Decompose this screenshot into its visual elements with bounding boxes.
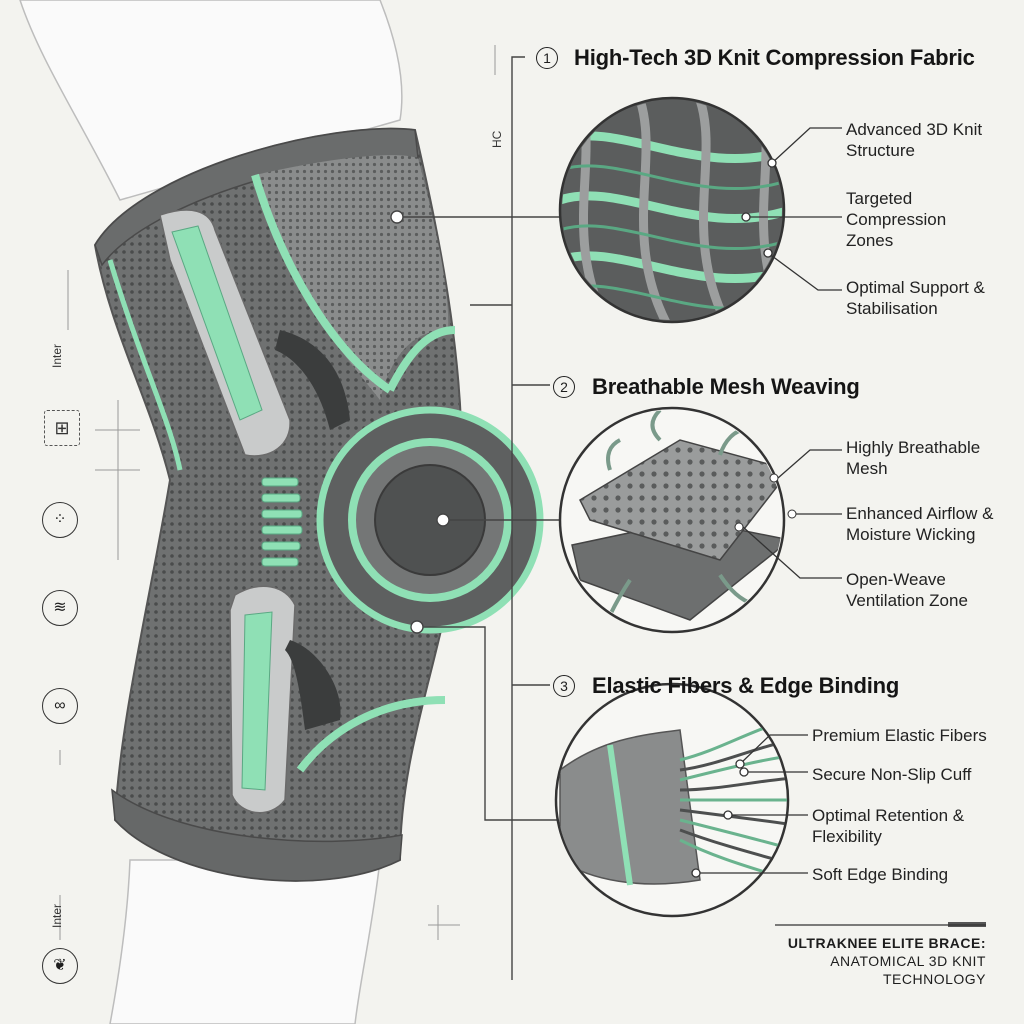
- footer-subtitle-1: ANATOMICAL 3D KNIT: [830, 953, 986, 969]
- callout-open-weave: Open-Weave Ventilation Zone: [846, 570, 968, 610]
- callout-leaders: [390, 56, 565, 980]
- section-1-number: 1: [536, 47, 558, 69]
- layers-icon: ≋: [42, 590, 78, 626]
- footer-brand: ULTRAKNEE ELITE BRACE:: [787, 935, 986, 951]
- side-ribs: [261, 477, 303, 567]
- brain-icon: ❦: [42, 948, 78, 984]
- nodes-icon: ⁘: [42, 502, 78, 538]
- mesh-detail-circle: [558, 406, 797, 634]
- fiber-detail-circle: [554, 682, 790, 918]
- callout-edge-binding: Soft Edge Binding: [812, 865, 949, 884]
- section-3-number: 3: [553, 675, 575, 697]
- callout-targeted-compression: Targeted Compression Zones: [846, 189, 947, 250]
- section-2-title: Breathable Mesh Weaving: [592, 374, 860, 399]
- chain-link-icon: ∞: [42, 688, 78, 724]
- left-margin-guides: [59, 45, 496, 940]
- side-label-bottom: Inter: [50, 903, 64, 928]
- footer-subtitle-2: TECHNOLOGY: [882, 971, 986, 987]
- callout-breathable-mesh: Highly Breathable Mesh: [846, 438, 981, 478]
- knit-detail-circle: [558, 96, 786, 324]
- target-icon: ⊞: [44, 410, 80, 446]
- side-label-hc: HC: [490, 130, 504, 148]
- callout-non-slip-cuff: Secure Non-Slip Cuff: [812, 765, 972, 784]
- leg-outline: [19, 0, 403, 1024]
- text-leaders: [691, 127, 842, 878]
- section-1-title: High-Tech 3D Knit Compression Fabric: [574, 45, 975, 70]
- callout-optimal-support: Optimal Support & Stabilisation: [846, 278, 985, 318]
- section-2-number: 2: [553, 376, 575, 398]
- callout-advanced-knit: Advanced 3D Knit Structure: [846, 120, 983, 160]
- knee-brace-sleeve: [93, 127, 544, 882]
- callout-elastic-fibers: Premium Elastic Fibers: [812, 726, 987, 745]
- section-3-title: Elastic Fibers & Edge Binding: [592, 673, 900, 698]
- callout-retention: Optimal Retention & Flexibility: [812, 806, 965, 846]
- callout-airflow: Enhanced Airflow & Moisture Wicking: [846, 504, 994, 544]
- side-label-top: Inter: [50, 343, 64, 368]
